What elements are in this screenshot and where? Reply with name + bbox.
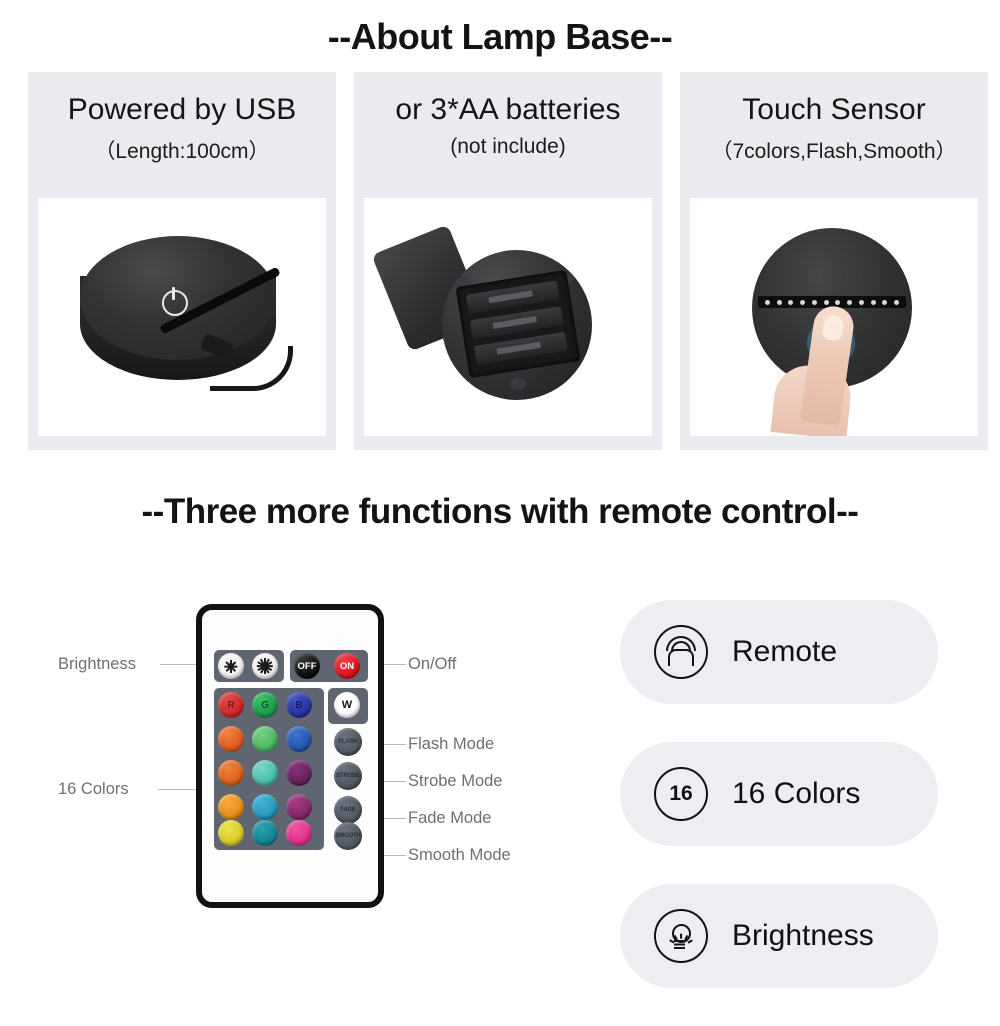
feature-pills: Remote 16 16 Colors Brightness bbox=[620, 600, 938, 1026]
color-button-orange-2[interactable] bbox=[218, 760, 244, 786]
card-touch-sensor: Touch Sensor （7colors,Flash,Smooth） bbox=[680, 72, 988, 450]
leader-line bbox=[362, 781, 406, 783]
callout-smooth-mode: Smooth Mode bbox=[408, 846, 511, 864]
card-aa-batteries: or 3*AA batteries (not include) bbox=[354, 72, 662, 450]
leader-line bbox=[382, 664, 406, 666]
feature-pill-16-colors[interactable]: 16 16 Colors bbox=[620, 742, 938, 846]
leader-line bbox=[160, 664, 204, 666]
lamp-base-top-surface bbox=[80, 236, 281, 360]
sixteen-badge-text: 16 bbox=[669, 782, 693, 805]
flash-mode-button[interactable]: FLASH bbox=[334, 728, 362, 756]
leader-line bbox=[158, 789, 204, 791]
page-title-remote-functions: --Three more functions with remote contr… bbox=[141, 492, 859, 531]
power-icon bbox=[162, 287, 188, 316]
card-subtitle: (not include) bbox=[450, 134, 566, 158]
bulb-icon bbox=[654, 909, 708, 963]
lamp-base-underside bbox=[442, 250, 592, 400]
remote-control: OFF ON R G B W FLASH STROBE FADE SMOOTH bbox=[196, 604, 384, 908]
color-button-lightgreen[interactable] bbox=[252, 726, 278, 752]
off-button[interactable]: OFF bbox=[294, 653, 320, 679]
callout-strobe-mode: Strobe Mode bbox=[408, 772, 503, 790]
on-button[interactable]: ON bbox=[334, 653, 360, 679]
callout-flash-mode: Flash Mode bbox=[408, 735, 495, 753]
leader-line bbox=[362, 744, 406, 746]
color-button-cyan-1[interactable] bbox=[252, 794, 278, 820]
sixteen-circle-icon: 16 bbox=[654, 767, 708, 821]
color-button-orange-1[interactable] bbox=[218, 726, 244, 752]
card-header: Powered by USB （Length:100cm） bbox=[28, 72, 336, 198]
callout-16-colors: 16 Colors bbox=[58, 780, 129, 798]
feature-pill-remote[interactable]: Remote bbox=[620, 600, 938, 704]
brightness-up-button[interactable] bbox=[252, 653, 278, 679]
leader-line bbox=[362, 818, 406, 820]
color-button-yellow[interactable] bbox=[218, 820, 244, 846]
brightness-down-button[interactable] bbox=[218, 653, 244, 679]
card-header: Touch Sensor （7colors,Flash,Smooth） bbox=[680, 72, 988, 198]
color-button-blue[interactable]: B bbox=[286, 692, 312, 718]
color-button-green[interactable]: G bbox=[252, 692, 278, 718]
feature-label: Brightness bbox=[732, 919, 874, 952]
color-button-white[interactable]: W bbox=[334, 692, 360, 718]
card-powered-by-usb: Powered by USB （Length:100cm） bbox=[28, 72, 336, 450]
fingernail bbox=[821, 314, 845, 342]
color-button-teal-2[interactable] bbox=[252, 820, 278, 846]
battery-compartment-photo bbox=[364, 198, 652, 436]
fade-mode-button[interactable]: FADE bbox=[334, 796, 362, 824]
color-button-blue-2[interactable] bbox=[286, 726, 312, 752]
callout-on-off: On/Off bbox=[408, 655, 457, 673]
rubber-foot bbox=[510, 378, 526, 390]
feature-label: Remote bbox=[732, 635, 838, 668]
remote-body: OFF ON R G B W FLASH STROBE FADE SMOOTH bbox=[196, 604, 384, 908]
sun-small-icon bbox=[223, 658, 240, 675]
color-button-red[interactable]: R bbox=[218, 692, 244, 718]
card-subtitle: （Length:100cm） bbox=[94, 139, 270, 163]
card-header: or 3*AA batteries (not include) bbox=[354, 72, 662, 198]
card-subtitle: （7colors,Flash,Smooth） bbox=[711, 139, 957, 163]
color-button-purple-2[interactable] bbox=[286, 794, 312, 820]
strobe-mode-button[interactable]: STROBE bbox=[334, 762, 362, 790]
touch-sensor-photo bbox=[690, 198, 978, 436]
sun-large-icon bbox=[257, 658, 274, 675]
card-title: or 3*AA batteries bbox=[395, 93, 621, 126]
color-button-pink[interactable] bbox=[286, 820, 312, 846]
color-button-teal-1[interactable] bbox=[252, 760, 278, 786]
feature-pill-brightness[interactable]: Brightness bbox=[620, 884, 938, 988]
color-button-amber[interactable] bbox=[218, 794, 244, 820]
smooth-mode-button[interactable]: SMOOTH bbox=[334, 822, 362, 850]
page-title-lamp-base: --About Lamp Base-- bbox=[327, 16, 673, 57]
battery-well bbox=[455, 269, 581, 379]
lamp-base-cards-row: Powered by USB （Length:100cm） or 3*AA ba… bbox=[28, 72, 988, 450]
feature-label: 16 Colors bbox=[732, 777, 861, 810]
leader-line bbox=[362, 855, 406, 857]
usb-lamp-base-photo bbox=[38, 198, 326, 436]
callout-brightness: Brightness bbox=[58, 655, 136, 673]
card-title: Touch Sensor bbox=[742, 93, 926, 126]
color-button-purple-1[interactable] bbox=[286, 760, 312, 786]
led-strip-slot bbox=[758, 296, 906, 308]
remote-signal-icon bbox=[654, 625, 708, 679]
card-title: Powered by USB bbox=[67, 93, 297, 126]
callout-fade-mode: Fade Mode bbox=[408, 809, 492, 827]
